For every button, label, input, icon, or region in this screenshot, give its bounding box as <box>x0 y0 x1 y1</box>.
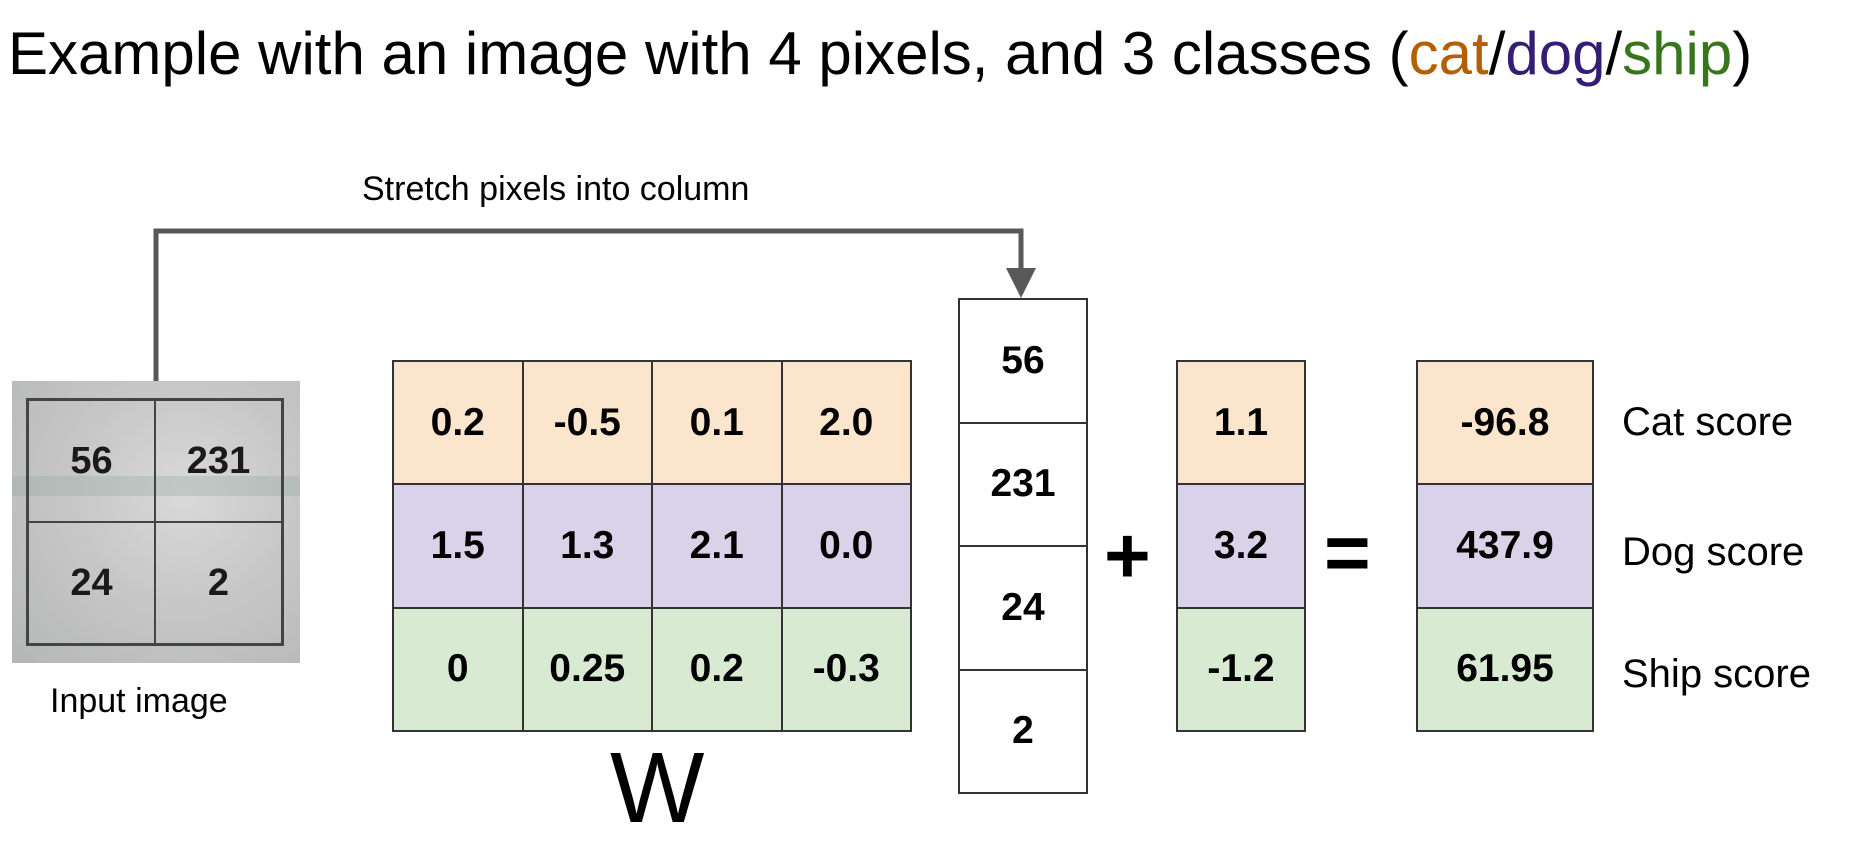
weight-matrix-label: W <box>610 732 705 844</box>
pixel-column-cell: 56 <box>960 300 1088 424</box>
title-dog-word: dog <box>1505 20 1606 87</box>
weight-cell: 2.0 <box>782 362 912 486</box>
cat-score-label: Cat score <box>1622 400 1794 444</box>
equals-operator: = <box>1324 508 1371 597</box>
image-background-band <box>12 476 300 496</box>
pixel-column-cell: 24 <box>960 547 1088 671</box>
title-ship-word: ship <box>1622 20 1733 87</box>
pixel-column-cell: 2 <box>960 670 1088 794</box>
page-title: Example with an image with 4 pixels, and… <box>8 20 1752 88</box>
title-cat-word: cat <box>1408 20 1489 87</box>
bias-cell: -1.2 <box>1178 608 1306 732</box>
weight-cell: 0.2 <box>394 362 524 486</box>
weight-cell: 0 <box>394 608 524 732</box>
weight-cell: 1.3 <box>523 485 653 609</box>
title-prefix: Example with an image with 4 pixels, and… <box>8 20 1409 87</box>
score-cell: 437.9 <box>1418 485 1594 609</box>
bias-vector: 1.1 3.2 -1.2 <box>1176 360 1306 732</box>
bias-cell: 1.1 <box>1178 362 1306 486</box>
plus-operator: + <box>1104 511 1151 600</box>
weight-cell: 0.1 <box>653 362 783 486</box>
cat-input-image: 56 231 24 2 <box>12 381 300 663</box>
title-suffix: ) <box>1732 20 1753 87</box>
stretch-arrow-line <box>153 228 1024 381</box>
weight-cell: 2.1 <box>653 485 783 609</box>
pixel-cell: 2 <box>155 522 282 644</box>
score-vector: -96.8 437.9 61.95 <box>1416 360 1594 732</box>
score-cell: 61.95 <box>1418 608 1594 732</box>
input-image-label: Input image <box>50 682 228 720</box>
weight-cell: 0.25 <box>523 608 653 732</box>
pixel-column-cell: 231 <box>960 423 1088 547</box>
bias-cell: 3.2 <box>1178 485 1306 609</box>
pixel-column-vector: 56 231 24 2 <box>958 298 1088 794</box>
weight-cell: -0.3 <box>782 608 912 732</box>
stretch-arrow-head <box>1006 268 1036 298</box>
weight-cell: 0.0 <box>782 485 912 609</box>
score-cell: -96.8 <box>1418 362 1594 486</box>
weight-cell: -0.5 <box>523 362 653 486</box>
weight-cell: 1.5 <box>394 485 524 609</box>
dog-score-label: Dog score <box>1622 530 1805 574</box>
weight-cell: 0.2 <box>653 608 783 732</box>
title-separator: / <box>1488 20 1506 87</box>
pixel-grid: 56 231 24 2 <box>26 398 284 646</box>
stretch-label: Stretch pixels into column <box>362 170 750 208</box>
title-separator: / <box>1605 20 1623 87</box>
pixel-cell: 24 <box>28 522 155 644</box>
weight-matrix: 0.2 -0.5 0.1 2.0 1.5 1.3 2.1 0.0 0 0.25 … <box>392 360 912 732</box>
pixel-cell: 56 <box>28 400 155 522</box>
ship-score-label: Ship score <box>1622 652 1811 696</box>
pixel-cell: 231 <box>155 400 282 522</box>
